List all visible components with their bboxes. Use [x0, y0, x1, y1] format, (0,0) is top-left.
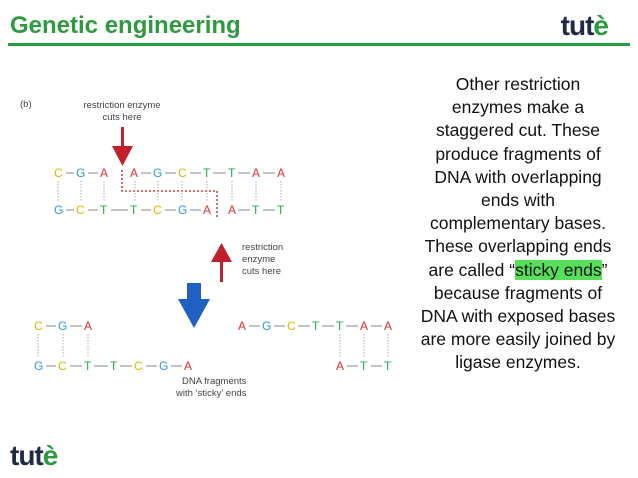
base: G	[153, 166, 162, 180]
base: A	[130, 166, 138, 180]
right-fragment-bonds	[249, 325, 382, 367]
base: T	[384, 359, 392, 373]
base: G	[54, 203, 63, 217]
hydrogen-bonds-right	[339, 334, 389, 357]
hydrogen-bonds-left	[37, 334, 89, 357]
logo-text: tut	[10, 440, 44, 471]
base: C	[58, 359, 67, 373]
enzyme-label-mid-2: enzyme	[242, 254, 275, 265]
explanation-part-2: ” because fragments of DNA with exposed …	[420, 259, 616, 373]
base: T	[100, 203, 108, 217]
base: A	[203, 203, 211, 217]
base: G	[159, 359, 168, 373]
restriction-enzyme-diagram: (b) restriction enzyme cuts here C G A A…	[20, 99, 392, 399]
base: G	[178, 203, 187, 217]
base: A	[238, 319, 246, 333]
base: A	[252, 166, 260, 180]
explanation-part-1: Other restriction enzymes make a stagger…	[424, 74, 612, 280]
base: A	[228, 203, 236, 217]
base: G	[34, 359, 43, 373]
base: A	[277, 166, 285, 180]
left-fragment-bonds	[46, 325, 182, 367]
red-arrow-mid-shaft	[220, 260, 223, 282]
page-title: Genetic engineering	[10, 12, 241, 39]
base: A	[384, 319, 392, 333]
base: C	[178, 166, 187, 180]
base: T	[110, 359, 118, 373]
base: T	[312, 319, 320, 333]
enzyme-label-top-2: cuts here	[102, 112, 141, 123]
hydrogen-bonds-top	[57, 181, 282, 201]
base: T	[130, 203, 138, 217]
base: A	[184, 359, 192, 373]
blue-arrow-head	[178, 299, 210, 328]
base: G	[76, 166, 85, 180]
red-arrow-top-head	[112, 146, 133, 166]
blue-arrow-shaft	[187, 283, 201, 299]
base: T	[360, 359, 368, 373]
dna-top-strand: C G A A G C T T A A	[54, 166, 285, 180]
base: C	[54, 166, 63, 180]
base: T	[228, 166, 236, 180]
fragments-label-1: DNA fragments	[182, 376, 247, 387]
enzyme-label-top-1: restriction enzyme	[83, 100, 160, 111]
base: C	[34, 319, 43, 333]
base: A	[360, 319, 368, 333]
sticky-ends-highlight: sticky ends	[515, 259, 602, 280]
explanation-text: Other restriction enzymes make a stagger…	[420, 73, 616, 375]
base: T	[84, 359, 92, 373]
panel-label: (b)	[20, 99, 32, 110]
base: C	[76, 203, 85, 217]
red-arrow-top-shaft	[121, 127, 124, 149]
tute-logo-footer: tutè	[10, 440, 59, 472]
base: A	[84, 319, 92, 333]
tute-logo: tutè	[560, 10, 609, 42]
logo-text: tut	[560, 10, 595, 41]
staggered-cut-line	[121, 170, 218, 218]
red-arrow-mid-head	[211, 243, 232, 262]
base: T	[203, 166, 211, 180]
base: G	[262, 319, 271, 333]
left-fragment: C G A G C T T C G A	[34, 319, 192, 373]
logo-accent: è	[593, 10, 609, 41]
base: C	[134, 359, 143, 373]
enzyme-label-mid-3: cuts here	[242, 266, 281, 277]
fragments-label-2: with ‘sticky’ ends	[175, 388, 247, 399]
title-underline	[8, 43, 630, 46]
base: T	[336, 319, 344, 333]
logo-accent: è	[42, 440, 59, 471]
dna-bottom-strand: G C T T C G A A T T	[54, 203, 285, 217]
base: C	[287, 319, 296, 333]
base: G	[58, 319, 67, 333]
base: T	[277, 203, 285, 217]
base: A	[100, 166, 108, 180]
base: C	[153, 203, 162, 217]
right-fragment: A G C T T A A A T T	[238, 319, 392, 373]
base: T	[252, 203, 260, 217]
enzyme-label-mid-1: restriction	[242, 242, 283, 253]
base: A	[336, 359, 344, 373]
